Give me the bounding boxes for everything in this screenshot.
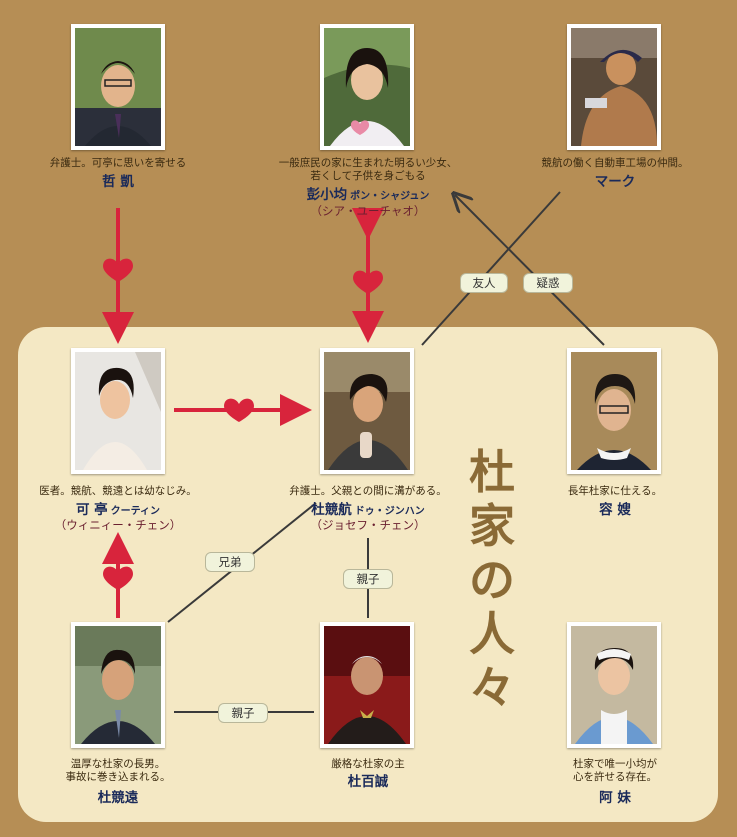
name-a-mei: 阿 妹 — [599, 790, 631, 806]
relation-label-parent-child: 親子 — [343, 569, 393, 589]
description-du-jingyuan: 温厚な杜家の長男。事故に巻き込まれる。 — [65, 758, 171, 783]
description-peng-xiaojun: 一般庶民の家に生まれた明るい少女、若くして子供を身ごもる — [278, 157, 458, 182]
actor-peng-xiaojun: （シア・ユーチャオ） — [310, 204, 426, 218]
name-du-baicheng: 杜百誠 — [347, 774, 389, 790]
portrait-peng-xiaojun — [320, 24, 414, 150]
actor-du-jinghang: （ジョセフ・チェン） — [310, 518, 426, 532]
actor-ke-ting: （ウィニィー・チェン） — [54, 518, 182, 532]
family-title: 杜 家 の 人 々 — [469, 445, 515, 715]
description-mark: 競航の働く自動車工場の仲間。 — [541, 157, 689, 169]
portrait-du-jingyuan — [71, 622, 165, 748]
name-du-jinghang: 杜競航ドゥ・ジンハン — [311, 502, 425, 518]
description-zhe-kai: 弁護士。可亭に思いを寄せる — [49, 157, 187, 169]
name-rong-sao: 容 嫂 — [599, 502, 631, 518]
portrait-du-jinghang — [320, 348, 414, 474]
portrait-a-mei — [567, 622, 661, 748]
relation-label-parent-child: 親子 — [218, 703, 268, 723]
portrait-rong-sao — [567, 348, 661, 474]
portrait-mark — [567, 24, 661, 150]
heart-icon — [103, 258, 133, 282]
description-ke-ting: 医者。競航、競遠とは幼なじみ。 — [39, 485, 197, 497]
portrait-ke-ting — [71, 348, 165, 474]
name-du-jingyuan: 杜競遠 — [97, 790, 139, 806]
portrait-zhe-kai — [71, 24, 165, 150]
relation-label-suspicion: 疑惑 — [523, 273, 573, 293]
relation-label-brothers: 兄弟 — [205, 552, 255, 572]
description-rong-sao: 長年杜家に仕える。 — [567, 485, 663, 497]
relation-label-friend: 友人 — [460, 273, 508, 293]
description-a-mei: 杜家で唯一小均が心を許せる存在。 — [573, 758, 657, 783]
heart-icon — [353, 270, 383, 294]
name-mark: マーク — [594, 174, 636, 190]
description-du-jinghang: 弁護士。父親との間に溝がある。 — [289, 485, 447, 497]
name-ke-ting: 可 亭クーティン — [75, 502, 161, 518]
name-peng-xiaojun: 彭小均ポン・シャジュン — [306, 187, 430, 203]
description-du-baicheng: 厳格な杜家の主 — [331, 758, 405, 770]
portrait-du-baicheng — [320, 622, 414, 748]
name-zhe-kai: 哲 凱 — [102, 174, 134, 190]
